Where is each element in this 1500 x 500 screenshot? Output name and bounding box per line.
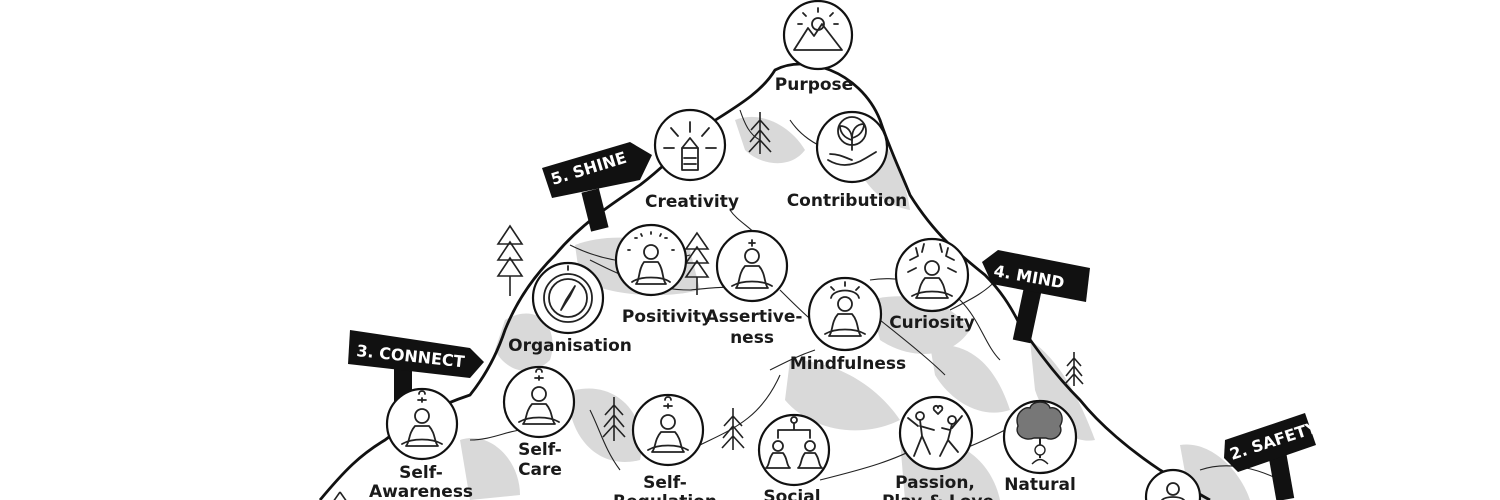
sign-shine: 5. SHINE bbox=[542, 142, 652, 232]
node-self-care-label-1: Self- bbox=[518, 440, 562, 460]
tree-meditation-icon bbox=[1016, 401, 1063, 465]
person-icon bbox=[1161, 482, 1185, 500]
node-curiosity: Curiosity bbox=[889, 237, 975, 333]
node-passion: Passion, Play & Love bbox=[882, 395, 994, 500]
node-assertiveness-label-1: Assertive- bbox=[706, 307, 803, 327]
meditation-lightbulb-icon bbox=[518, 368, 560, 425]
node-creativity: Creativity bbox=[645, 108, 739, 212]
node-natural-label: Natural bbox=[1004, 475, 1076, 495]
node-creativity-label: Creativity bbox=[645, 192, 739, 212]
node-self-care: Self- Care bbox=[502, 365, 576, 480]
node-assertiveness: Assertive- ness bbox=[706, 229, 803, 348]
pine-tree-icon bbox=[602, 397, 626, 441]
node-self-regulation-label-1: Self- bbox=[643, 473, 687, 493]
node-self-awareness: Self- Awareness bbox=[369, 387, 473, 500]
node-contribution: Contribution bbox=[787, 110, 908, 211]
pine-tree-icon bbox=[333, 491, 347, 500]
node-assertiveness-label-2: ness bbox=[730, 328, 774, 348]
pine-tree-icon bbox=[684, 231, 710, 295]
sign-mind: 4. MIND bbox=[982, 250, 1090, 344]
node-passion-label-2: Play & Love bbox=[882, 492, 994, 500]
node-positivity-label: Positivity bbox=[622, 307, 712, 327]
node-self-awareness-label-2: Awareness bbox=[369, 482, 473, 500]
node-social: Social bbox=[757, 413, 831, 500]
node-purpose-label: Purpose bbox=[775, 75, 853, 95]
pine-trees bbox=[333, 112, 1084, 500]
node-self-regulation: Self- Regulation bbox=[613, 393, 717, 500]
node-self-regulation-label-2: Regulation bbox=[613, 492, 717, 500]
pine-tree-icon bbox=[496, 224, 524, 296]
node-natural: Natural bbox=[1002, 399, 1078, 495]
node-self-awareness-label-1: Self- bbox=[399, 463, 443, 483]
node-organisation: Organisation bbox=[508, 261, 632, 356]
meditation-lightbulb-icon bbox=[647, 396, 689, 453]
node-purpose: Purpose bbox=[775, 0, 853, 95]
pine-tree-icon bbox=[721, 408, 745, 450]
dancing-couple-icon bbox=[907, 404, 963, 457]
meditation-person-icon bbox=[731, 239, 773, 289]
node-organisation-label: Organisation bbox=[508, 336, 632, 356]
meditation-glow-icon bbox=[824, 281, 866, 337]
compass-icon bbox=[543, 265, 593, 323]
node-positivity: Positivity bbox=[614, 223, 712, 327]
pencil-light-icon bbox=[663, 121, 717, 171]
node-curiosity-label: Curiosity bbox=[889, 313, 975, 333]
meditation-couple-icon bbox=[765, 416, 823, 469]
mountain-sun-icon bbox=[793, 7, 843, 51]
meditation-brain-icon bbox=[907, 243, 957, 299]
node-partial-person bbox=[1144, 468, 1202, 500]
pine-tree-icon bbox=[1064, 352, 1084, 386]
meditation-sparkle-icon bbox=[627, 231, 675, 285]
node-mindfulness-label: Mindfulness bbox=[790, 354, 906, 374]
node-contribution-label: Contribution bbox=[787, 191, 908, 211]
pine-tree-icon bbox=[748, 112, 772, 154]
meditation-lightbulb-icon bbox=[401, 390, 443, 447]
mountain-outline bbox=[318, 62, 1211, 500]
node-social-label: Social bbox=[763, 487, 820, 500]
hand-plant-icon bbox=[827, 116, 877, 166]
node-passion-label-1: Passion, bbox=[895, 473, 975, 493]
node-mindfulness: Mindfulness bbox=[790, 276, 906, 374]
mountain-shading bbox=[460, 116, 1250, 500]
node-self-care-label-2: Care bbox=[518, 460, 562, 480]
